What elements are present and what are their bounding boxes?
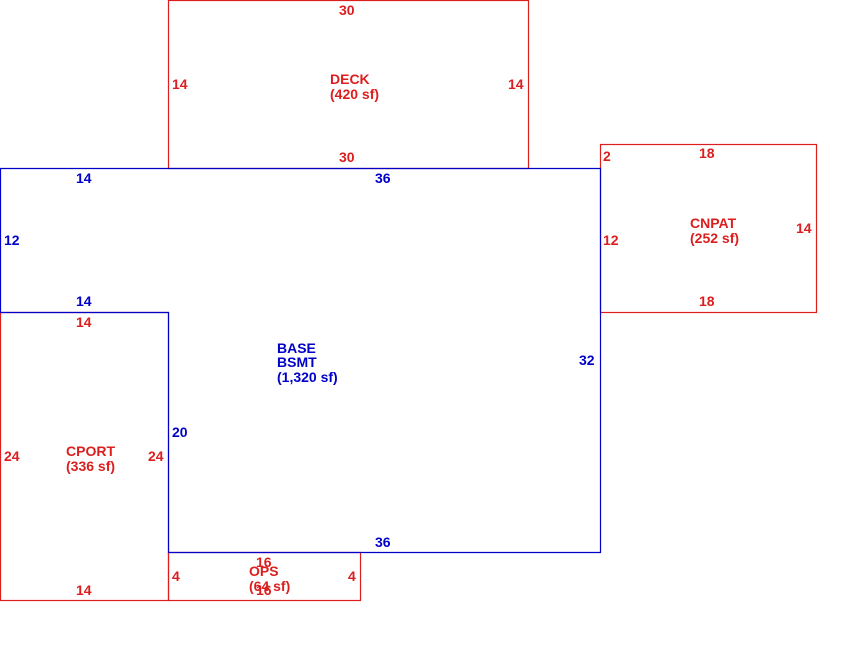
cnpat-dim-right: 14 xyxy=(796,220,812,236)
base-area-text: (1,320 sf) xyxy=(277,369,338,385)
ops-dim-top: 16 xyxy=(256,554,272,570)
deck-label: DECK xyxy=(330,71,370,87)
deck-dim-right: 14 xyxy=(508,76,524,92)
cport-area-text: (336 sf) xyxy=(66,458,115,474)
cnpat-dim-left: 12 xyxy=(603,232,619,248)
cnpat-area: 2 18 12 14 18 CNPAT (252 sf) xyxy=(599,143,818,314)
ops-label: OPS xyxy=(249,563,279,579)
ops-dim-right: 4 xyxy=(348,568,356,584)
ops-dim-left: 4 xyxy=(172,568,180,584)
cport-dim-bottom: 14 xyxy=(76,582,92,598)
cport-area: 14 24 24 14 CPORT (336 sf) xyxy=(0,311,170,602)
cport-dim-left: 24 xyxy=(4,448,20,464)
deck-dim-top: 30 xyxy=(339,2,355,18)
cnpat-dim-bottom: 18 xyxy=(699,293,715,309)
base-dim-bottom: 36 xyxy=(375,534,391,550)
base-dim-step: 14 xyxy=(76,293,92,309)
base-outline xyxy=(0,167,602,554)
cnpat-dim-top: 18 xyxy=(699,145,715,161)
cport-label: CPORT xyxy=(66,443,115,459)
base-label-line1: BASE xyxy=(277,340,316,356)
deck-dim-bottom: 30 xyxy=(339,149,355,165)
ops-dim-bottom: 16 xyxy=(256,582,272,598)
cport-dim-right: 24 xyxy=(148,448,164,464)
ops-area-text: (64 sf) xyxy=(249,578,290,594)
cnpat-dim-corner: 2 xyxy=(603,148,611,164)
ops-area: 16 4 4 16 OPS (64 sf) xyxy=(167,551,362,602)
base-label-line2: BSMT xyxy=(277,354,317,370)
base-dim-left: 12 xyxy=(4,232,20,248)
base-dim-right: 32 xyxy=(579,352,595,368)
base-dim-top-left: 14 xyxy=(76,170,92,186)
base-dim-inner-left: 20 xyxy=(172,424,188,440)
deck-area: 30 14 14 30 DECK (420 sf) xyxy=(167,0,530,170)
base-dim-top: 36 xyxy=(375,170,391,186)
deck-area-text: (420 sf) xyxy=(330,86,379,102)
cnpat-label: CNPAT xyxy=(690,215,737,231)
cport-dim-top: 14 xyxy=(76,314,92,330)
base-area: 14 36 12 14 32 20 36 BASE BSMT (1,320 sf… xyxy=(0,167,602,554)
deck-dim-left: 14 xyxy=(172,76,188,92)
cnpat-area-text: (252 sf) xyxy=(690,230,739,246)
